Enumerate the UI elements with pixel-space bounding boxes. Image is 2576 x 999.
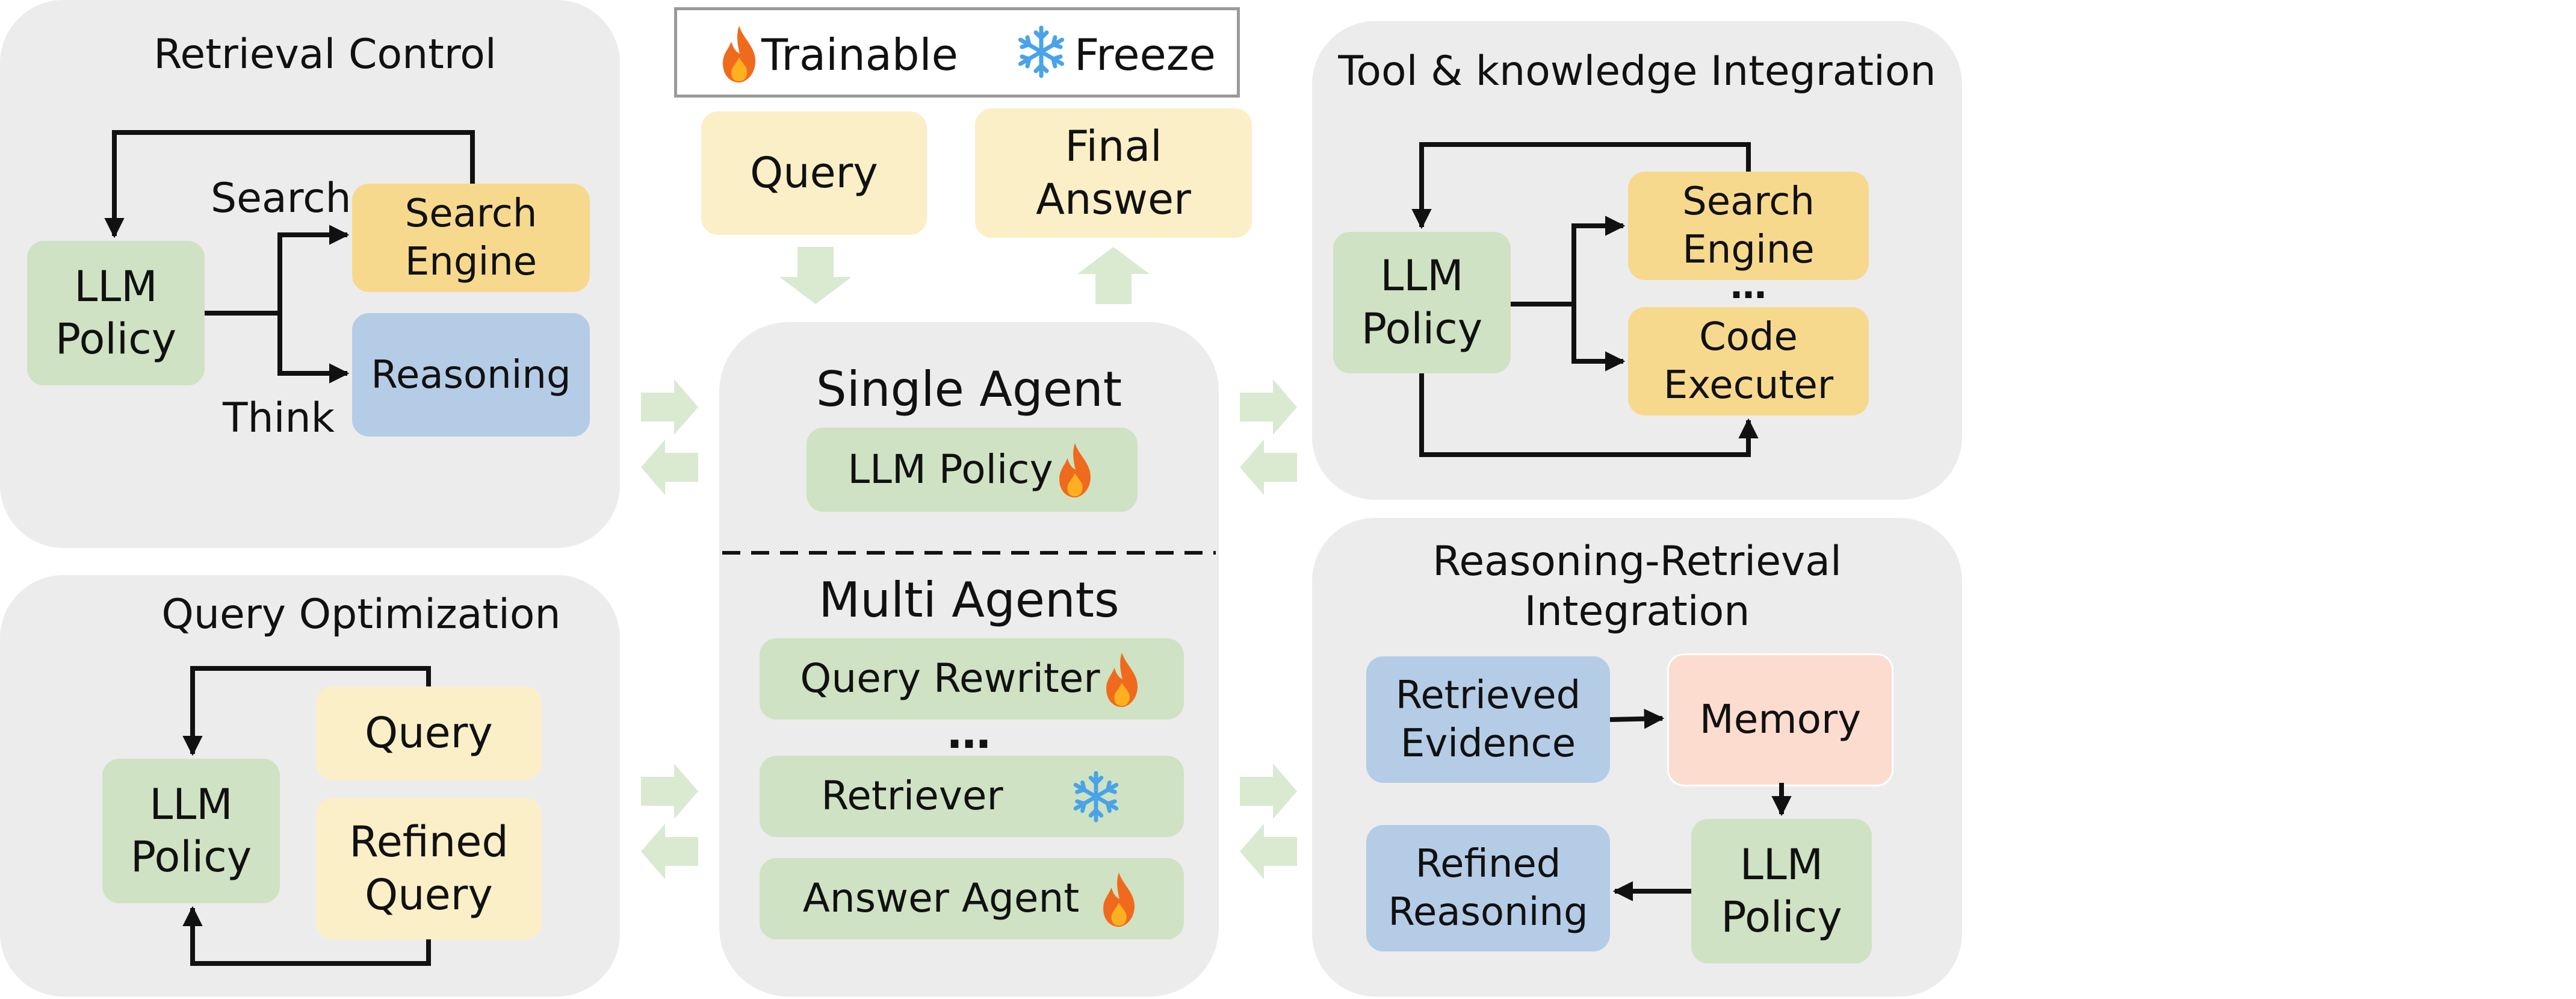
query-rewriter-label: Query Rewriter [800,655,1100,702]
answer-agent: Answer Agent [760,858,1184,939]
flow-left-arrow [641,824,698,879]
tool-search-arrow [1571,216,1626,304]
retrieval-control-reasoning: Reasoning [352,313,590,437]
reasoning-retrieval-title: Reasoning-Retrieval Integration [1432,538,1842,635]
refined-reasoning-box: Refined Reasoning [1366,825,1610,951]
final-answer-box: Final Answer [975,108,1252,238]
flame-icon [1103,872,1135,927]
flow-right-arrow [641,764,698,819]
memory-box: Memory [1667,653,1893,786]
reasoning-retrieval-llm-policy: LLM Policy [1691,819,1872,963]
query-optimization-refined-query: Refined Query [316,798,542,939]
answer-agent-label: Answer Agent [802,875,1080,922]
query-optimization-title: Query Optimization [161,591,561,638]
tool-code-arrow [1571,304,1626,372]
retrieval-control-title: Retrieval Control [153,31,497,78]
retrieval-loop-arrow [104,130,475,238]
tool-integration-code-executer: Code Executer [1628,307,1869,415]
multi-agents-title: Multi Agents [819,572,1119,628]
single-agent-title: Single Agent [816,361,1122,417]
snowflake-icon [1018,25,1065,78]
tool-integration-title: Tool & knowledge Integration [1338,48,1936,95]
evidence-to-memory-arrow [1609,708,1665,729]
single-agent-llm-policy-label: LLM Policy [847,446,1053,493]
query-opt-loop-arrow [182,666,431,756]
tool-loop-arrow [1411,142,1751,229]
retrieval-control-llm-policy: LLM Policy [27,241,205,385]
think-branch-arrow [277,313,350,384]
legend-trainable-label: Trainable [761,30,958,80]
retriever-agent: Retriever [760,756,1184,837]
flame-icon [1059,443,1091,498]
query-optimization-query: Query [316,686,542,780]
query-optimization-llm-policy: LLM Policy [102,759,280,903]
flame-icon [723,26,756,82]
single-agent-llm-policy: LLM Policy [807,428,1138,512]
search-branch-arrow [277,225,350,313]
flow-left-arrow [641,440,698,495]
flow-right-arrow [641,379,698,435]
think-label: Think [223,394,335,442]
flow-right-arrow [1240,764,1297,819]
flow-right-arrow [1240,379,1297,435]
tool-integration-search-engine: Search Engine [1628,172,1869,280]
snowflake-icon [1073,770,1118,823]
multi-agents-ellipsis: … [947,708,991,758]
retriever-label: Retriever [821,773,1003,820]
flame-icon [1106,652,1138,707]
tool-integration-ellipsis: … [1730,265,1766,307]
retrieved-evidence-box: Retrieved Evidence [1366,656,1610,783]
answer-up-arrow [1077,247,1150,304]
legend-freeze-label: Freeze [1074,30,1216,80]
retrieval-control-search-engine: Search Engine [352,184,590,292]
legend: Trainable Freeze [674,7,1240,98]
query-rewriter-agent: Query Rewriter [760,638,1184,720]
flow-left-arrow [1240,824,1297,879]
flow-left-arrow [1240,440,1297,495]
tool-bottom-arrow [1419,373,1759,457]
tool-integration-llm-policy: LLM Policy [1333,232,1511,373]
query-input-box: Query [701,111,927,235]
query-down-arrow [779,247,852,304]
refined-query-return-arrow [182,906,431,966]
search-label: Search [211,175,351,222]
